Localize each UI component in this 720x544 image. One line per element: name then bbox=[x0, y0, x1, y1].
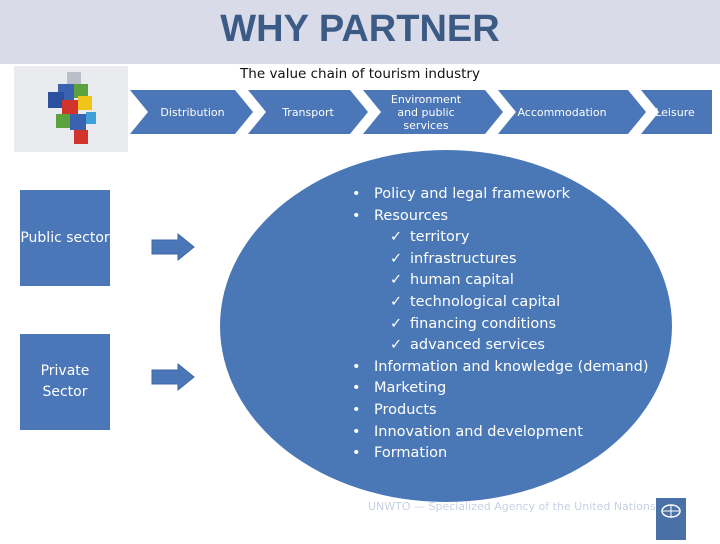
policy-item: Products bbox=[350, 400, 648, 422]
policy-list: Policy and legal frameworkResourcesterri… bbox=[350, 184, 648, 465]
resource-sub-item: infrastructures bbox=[350, 249, 648, 271]
resource-sub-item: advanced services bbox=[350, 335, 648, 357]
page-title: WHY PARTNER bbox=[220, 8, 500, 50]
public-sector-box: Public sector bbox=[20, 190, 110, 286]
policy-item: Resources bbox=[350, 206, 648, 228]
public-sector-label: Public sector bbox=[20, 229, 110, 246]
resource-sub-item: territory bbox=[350, 227, 648, 249]
chain-label-distribution: Distribution bbox=[160, 105, 225, 119]
policy-item: Information and knowledge (demand) bbox=[350, 357, 648, 379]
public-arrow-icon bbox=[151, 232, 195, 262]
private-arrow-icon bbox=[151, 362, 195, 392]
private-sector-box: Private Sector bbox=[20, 334, 110, 430]
chain-step-distribution bbox=[130, 90, 253, 134]
title-band bbox=[0, 0, 720, 64]
chain-step-accommodation bbox=[498, 90, 646, 134]
policy-item: Innovation and development bbox=[350, 422, 648, 444]
chain-step-leisure bbox=[641, 90, 712, 134]
chain-label-environment: Environment and public services bbox=[390, 92, 462, 132]
private-sector-label: Private Sector bbox=[40, 363, 90, 400]
policy-item: Formation bbox=[350, 443, 648, 465]
puzzle-icon bbox=[14, 66, 128, 152]
value-chain bbox=[130, 90, 712, 134]
diagram-subtitle: The value chain of tourism industry bbox=[240, 66, 480, 82]
un-logo-icon bbox=[656, 498, 686, 540]
chain-step-transport bbox=[248, 90, 368, 134]
resource-sub-item: human capital bbox=[350, 270, 648, 292]
chain-label-accommodation: Accommodation bbox=[517, 105, 607, 119]
policy-item: Marketing bbox=[350, 378, 648, 400]
policy-item: Policy and legal framework bbox=[350, 184, 648, 206]
chain-label-transport: Transport bbox=[282, 105, 334, 119]
chain-step-environment bbox=[363, 90, 503, 134]
footer-text: UNWTO — Specialized Agency of the United… bbox=[368, 500, 656, 513]
resource-sub-item: technological capital bbox=[350, 292, 648, 314]
chain-label-leisure: Leisure bbox=[655, 105, 695, 119]
resource-sub-item: financing conditions bbox=[350, 314, 648, 336]
